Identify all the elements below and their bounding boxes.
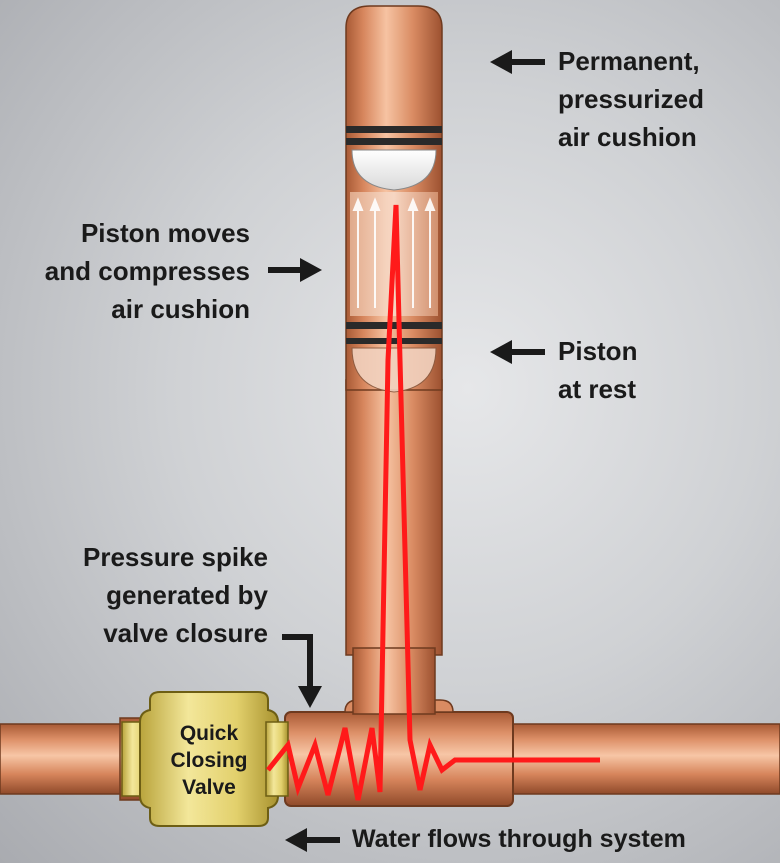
upper-seal-ring-2	[346, 138, 442, 145]
piston-compressing	[351, 149, 437, 191]
quick-closing-valve: Quick Closing Valve	[121, 691, 289, 827]
arrow-pressure-spike	[282, 634, 322, 708]
upward-motion-arrows	[352, 197, 436, 308]
rest-seal-ring-1	[346, 322, 442, 329]
valve-body	[139, 691, 279, 827]
arrestor-lower-tube	[345, 379, 443, 656]
arrow-piston-rest	[490, 340, 545, 364]
valve-label-line1: Quick	[180, 722, 239, 745]
arrow-air-cushion	[490, 50, 545, 74]
arrow-water-flow	[285, 828, 340, 852]
label-pressure-spike: Pressure spike generated by valve closur…	[82, 542, 268, 648]
arrow-piston-moves	[268, 258, 322, 282]
valve-label-line3: Valve	[182, 776, 236, 799]
tee-riser-collar	[352, 647, 436, 715]
piston-at-rest	[351, 347, 437, 393]
upper-seal-ring-1	[346, 126, 442, 133]
rest-seal-ring-2	[346, 338, 442, 344]
pressure-spike-wave	[266, 204, 600, 801]
valve-label-line2: Closing	[171, 749, 248, 772]
label-water-flow: Water flows through system	[352, 825, 686, 853]
label-air-cushion: Permanent, pressurized air cushion	[558, 46, 704, 152]
label-piston-moves: Piston moves and compresses air cushion	[44, 218, 250, 324]
label-piston-rest: Piston at rest	[558, 336, 638, 404]
